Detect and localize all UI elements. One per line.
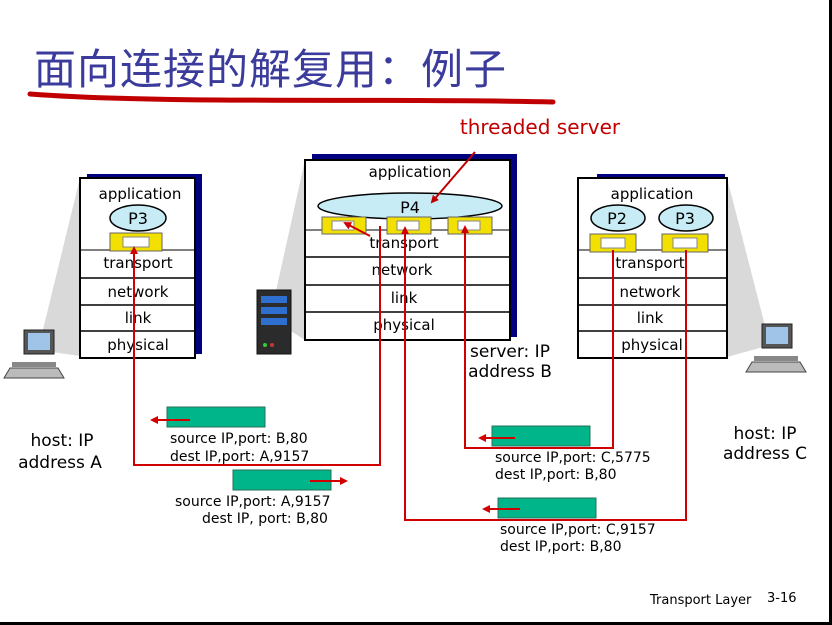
process-p3-host-c [658,204,714,232]
host-c-layer-link: link [637,309,664,327]
host-a-layer-transport: transport [103,254,172,272]
footer-page-number: 3-16 [767,591,797,606]
host-a: application transport network link physi… [3,174,202,473]
server: application P4 transport network link ph… [256,154,552,382]
process-p3-host-a-label: P3 [128,209,148,228]
server-label-line2: address B [468,362,552,382]
computer-icon [3,329,65,379]
server-label-line1: server: IP [470,342,550,362]
footer-course: Transport Layer [649,593,752,608]
server-layer-application: application [369,163,452,181]
socket-server-2 [386,216,432,235]
socket-server-3 [447,216,493,235]
path-host-c-5775-to-server [461,225,614,449]
computer-icon-host-c [745,323,807,373]
path-host-c-9157-to-server [401,226,687,521]
host-a-label-line2: address A [18,453,102,473]
host-c-label-line1: host: IP [733,424,796,444]
segment-3-line1: source IP,port: C,5775 [495,450,651,466]
socket-host-c-1 [589,233,637,253]
segment-1-line1: source IP,port: B,80 [170,431,308,447]
process-p2-host-c-label: P2 [607,209,627,228]
process-p2-host-c [590,204,646,232]
segment-2-line1: source IP,port: A,9157 [175,494,330,510]
host-a-label-line1: host: IP [30,431,93,451]
socket-host-c-2 [661,233,709,253]
host-c-layer-network: network [620,283,681,301]
host-a-layer-physical: physical [107,336,169,354]
process-p4-server-label: P4 [400,198,420,217]
host-c: application transport network link physi… [577,174,807,464]
segment-1-packet [166,406,266,428]
segment-2-line2: dest IP, port: B,80 [202,511,328,527]
socket-host-a [109,232,163,252]
title-underline [27,91,556,105]
host-c-label-line2: address C [723,444,807,464]
host-a-layer-network: network [108,283,169,301]
page-title: 面向连接的解复用：例子 [34,45,508,94]
threaded-server-annotation: threaded server [460,115,621,139]
server-layer-network: network [372,261,433,279]
host-c-layer-application: application [611,185,694,203]
host-a-layer-link: link [125,309,152,327]
host-c-beam [727,178,770,357]
server-icon [256,289,292,355]
process-p3-host-c-label: P3 [675,209,695,228]
segment-3-line2: dest IP,port: B,80 [495,467,617,483]
segment-1-line2: dest IP,port: A,9157 [170,449,309,465]
host-a-beam [38,178,80,356]
path-server-to-host-a [130,226,381,466]
host-a-layer-application: application [99,185,182,203]
threaded-server-pointer [430,151,476,204]
process-p3-host-a [109,204,167,232]
server-stack [304,159,511,341]
segment-4-line1: source IP,port: C,9157 [500,522,656,538]
segment-4-line2: dest IP,port: B,80 [500,539,622,555]
path-p4-to-socket [343,222,371,237]
host-c-layer-physical: physical [621,336,683,354]
segment-3-packet [491,425,591,447]
host-c-layer-transport: transport [615,254,684,272]
